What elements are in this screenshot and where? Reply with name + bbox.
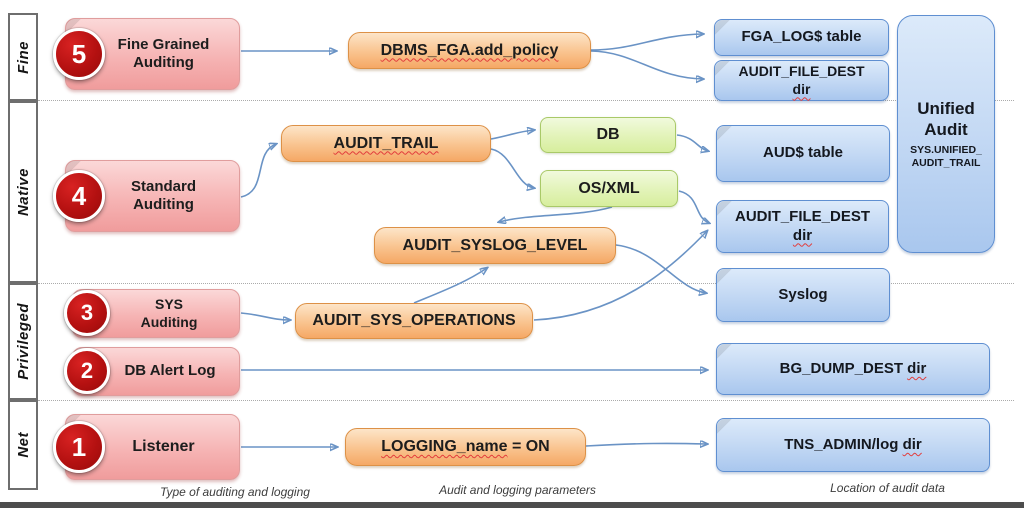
arrow-audittrail-to-osxml [490, 148, 534, 188]
node-aud-table: AUD$ table [716, 125, 890, 182]
section-label-net-text: Net [14, 432, 32, 458]
node-sys-line1: SYS [154, 296, 183, 313]
node-audit-trail: AUDIT_TRAIL [281, 125, 491, 162]
node-tns-admin-log: TNS_ADMIN/log dir [716, 418, 990, 472]
badge-2-number: 2 [80, 358, 94, 383]
caption-audit-parameters-text: Audit and logging parameters [439, 483, 596, 497]
section-label-privileged-text: Privileged [14, 303, 32, 380]
arrow-logging-to-tnsadmin [585, 443, 707, 446]
node-db-value: DB [540, 117, 676, 153]
node-fine-grained-auditing: Fine Grained Auditing [65, 18, 240, 90]
arrow-osxml-to-syslogle vel [499, 206, 613, 222]
node-unified-audit-line2: Audit [924, 119, 968, 139]
node-audit-syslog-level: AUDIT_SYSLOG_LEVEL [374, 227, 616, 264]
node-audit-file-dest-1-line1: AUDIT_FILE_DEST [738, 63, 865, 80]
caption-type-of-auditing-text: Type of auditing and logging [160, 485, 310, 499]
badge-3-number: 3 [80, 300, 94, 325]
caption-location-of-data-text: Location of audit data [830, 481, 945, 495]
node-audit-syslog-level-text: AUDIT_SYSLOG_LEVEL [402, 236, 588, 254]
section-label-fine-text: Fine [14, 40, 32, 74]
badge-5-number: 5 [71, 38, 87, 69]
node-standard-line1: Standard [130, 177, 196, 195]
node-audit-sys-operations: AUDIT_SYS_OPERATIONS [295, 303, 533, 339]
section-label-net: Net [8, 400, 38, 490]
node-bg-dump-dest-text: BG_DUMP_DEST [779, 359, 908, 377]
badge-3: 3 [64, 290, 110, 336]
node-syslog-text: Syslog [778, 285, 828, 303]
node-fga-log-table: FGA_LOG$ table [714, 19, 889, 56]
node-sys-line2: Auditing [140, 313, 198, 330]
arrow-audittrail-to-db [490, 130, 534, 140]
node-audit-file-dest-2: AUDIT_FILE_DEST dir [716, 200, 889, 253]
badge-4: 4 [53, 170, 105, 222]
node-tns-admin-log-text: TNS_ADMIN/log [784, 435, 903, 453]
caption-audit-parameters: Audit and logging parameters [385, 483, 650, 497]
node-db-value-text: DB [596, 126, 620, 144]
node-osxml-value-text: OS/XML [578, 179, 640, 197]
node-fine-grained-line2: Auditing [133, 54, 194, 71]
caption-location-of-data: Location of audit data [765, 481, 1010, 495]
node-dbms-fga-add-policy: DBMS_FGA.add_policy [348, 32, 591, 69]
node-logging-on-text: = ON [507, 438, 550, 456]
divider-native-privileged [38, 283, 1014, 284]
node-db-alert-log-text: DB Alert Log [124, 362, 216, 380]
section-label-native: Native [8, 101, 38, 283]
node-tns-admin-log-dir: dir [902, 435, 922, 453]
node-syslog: Syslog [716, 268, 890, 322]
badge-2: 2 [64, 348, 110, 394]
arrow-osxml-to-auditfiledest2 [678, 190, 709, 223]
node-audit-file-dest-1-line2: dir [792, 80, 811, 97]
arrow-sysauditing-to-sysops [240, 312, 290, 320]
arrow-sysloglevel-to-syslog [615, 244, 706, 293]
node-audit-file-dest-2-line1: AUDIT_FILE_DEST [734, 208, 870, 226]
node-osxml-value: OS/XML [540, 170, 678, 207]
section-label-fine: Fine [8, 13, 38, 101]
node-audit-sys-operations-text: AUDIT_SYS_OPERATIONS [312, 312, 516, 330]
divider-privileged-net [38, 400, 1014, 401]
badge-4-number: 4 [71, 180, 87, 211]
section-label-native-text: Native [14, 167, 32, 217]
node-bg-dump-dest-dir: dir [907, 359, 927, 377]
caption-type-of-auditing: Type of auditing and logging [100, 485, 370, 499]
arrow-db-to-aud [676, 134, 708, 151]
node-audit-file-dest-1: AUDIT_FILE_DEST dir [714, 60, 889, 101]
arrow-sysops-to-sysloglevel [413, 268, 487, 304]
node-audit-file-dest-2-line2: dir [792, 226, 813, 244]
arrow-dbmsfga-to-auditfiledest1 [590, 50, 703, 79]
node-unified-audit: Unified Audit SYS.UNIFIED_ AUDIT_TRAIL [897, 15, 995, 253]
node-audit-trail-text: AUDIT_TRAIL [333, 134, 439, 152]
node-dbms-fga-text: DBMS_FGA.add_policy [380, 41, 559, 59]
node-logging-name-text: LOGGING_name [381, 438, 508, 456]
badge-1: 1 [53, 421, 105, 473]
badge-1-number: 1 [71, 431, 87, 462]
node-fine-grained-line1: Fine Grained [117, 35, 210, 53]
section-label-privileged: Privileged [8, 283, 38, 400]
node-standard-line2: Auditing [133, 196, 194, 213]
bottom-crop-bar [0, 502, 1024, 508]
badge-5: 5 [53, 28, 105, 80]
node-unified-audit-sub2: AUDIT_TRAIL [911, 157, 981, 170]
node-fga-log-table-text: FGA_LOG$ table [741, 28, 862, 46]
arrow-dbmsfga-to-fgalog [590, 34, 703, 51]
node-unified-audit-line1: Unified [917, 98, 975, 118]
node-bg-dump-dest: BG_DUMP_DEST dir [716, 343, 990, 395]
node-listener-text: Listener [132, 438, 195, 456]
node-logging-name-on: LOGGING_name = ON [345, 428, 586, 466]
node-unified-audit-sub1: SYS.UNIFIED_ [910, 144, 982, 157]
divider-fine-native [38, 100, 1014, 101]
node-aud-table-text: AUD$ table [762, 144, 844, 162]
arrow-standard-to-audittrail [240, 144, 276, 198]
